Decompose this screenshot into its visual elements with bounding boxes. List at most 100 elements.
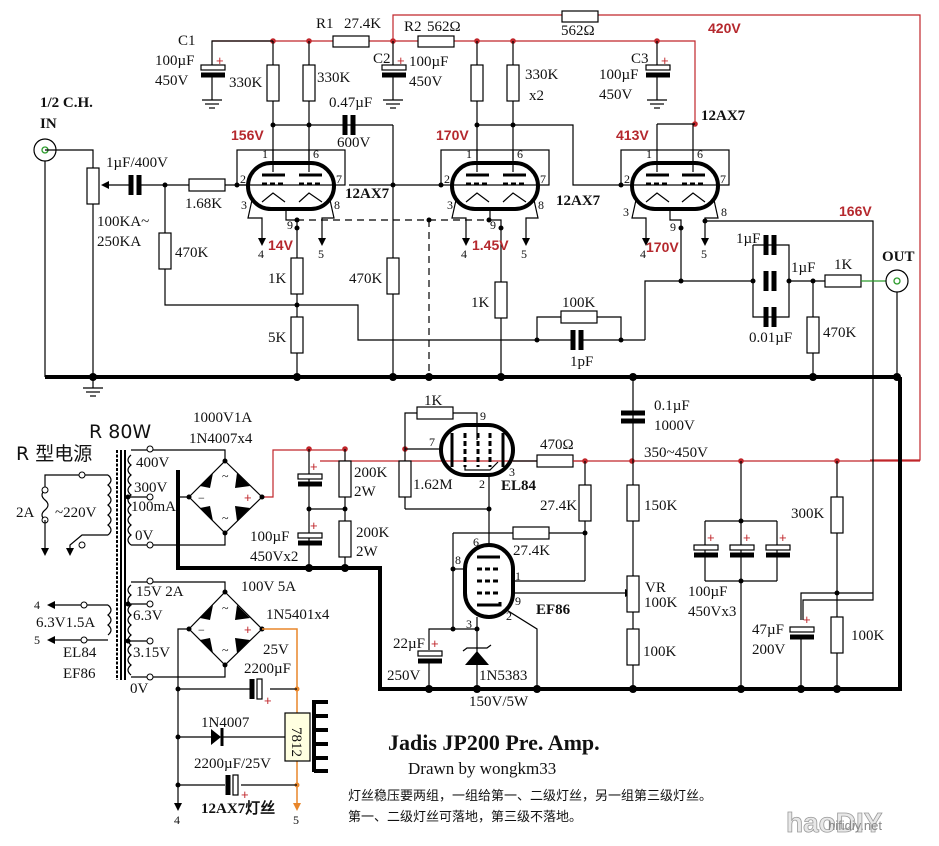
svg-text:+: + <box>743 530 751 545</box>
label-27-4k-b: 27.4K <box>513 543 550 559</box>
svg-text:3: 3 <box>241 198 247 212</box>
svg-text:1: 1 <box>515 569 521 583</box>
resistor-100k-fb <box>560 310 598 324</box>
svg-text:+: + <box>264 693 272 708</box>
resistor-470k-g2 <box>386 257 400 295</box>
svg-text:+: + <box>431 636 439 651</box>
label-tap-15v: 15V 2A <box>136 584 184 600</box>
svg-text:8: 8 <box>455 553 461 567</box>
resistor-5k-k1 <box>290 316 304 354</box>
label-pot-line1: 100KA~ <box>97 214 149 230</box>
voltage-v1-cathode: 14V <box>268 237 294 253</box>
svg-text:+: + <box>216 53 224 68</box>
label-r2-ref: R2 <box>404 19 422 35</box>
tube-ef86 <box>463 543 515 619</box>
svg-text:4: 4 <box>640 247 646 261</box>
svg-text:+: + <box>707 530 715 545</box>
label-c1-ref: C1 <box>178 33 196 49</box>
label-psu-type: R 型电源 <box>16 443 92 465</box>
label-r2-value: 562Ω <box>427 19 461 35</box>
label-0-1uf: 0.1µF <box>654 398 690 414</box>
label-470k-g2: 470K <box>349 271 383 287</box>
label-1-62m: 1.62M <box>413 477 453 493</box>
label-lv-cap1-voltage: 25V <box>263 642 289 658</box>
label-r1-value: 27.4K <box>344 16 381 32</box>
potentiometer-vr[interactable] <box>626 575 640 613</box>
svg-text:3: 3 <box>623 205 629 219</box>
svg-text:2: 2 <box>240 172 246 186</box>
label-heater-ef86: EF86 <box>63 666 96 682</box>
label-heater-el84: EL84 <box>63 645 97 661</box>
fuse-symbol <box>41 489 49 521</box>
label-cbank-value: 100µF <box>688 584 728 600</box>
voltage-heater-bias: 166V <box>839 203 872 219</box>
resistor-1-62m <box>398 460 412 498</box>
label-c3-ref: C3 <box>631 51 649 67</box>
label-bleeder-b-value: 200K <box>356 525 390 541</box>
label-bleeder-b-power: 2W <box>356 544 379 560</box>
voltage-v3-cathode: 170V <box>646 239 679 255</box>
label-470k-fb: 470K <box>175 245 209 261</box>
svg-text:9: 9 <box>490 218 496 232</box>
svg-text:3: 3 <box>509 465 515 479</box>
label-bleeder-a-power: 2W <box>354 484 377 500</box>
resistor-470k-fb <box>158 232 172 270</box>
label-100k-heater: 100K <box>851 628 885 644</box>
svg-text:−: − <box>198 623 205 637</box>
resistor-27-4k-b <box>512 526 550 540</box>
voltage-b-plus: 420V <box>708 20 741 36</box>
label-pin4-out: 4 <box>174 813 180 827</box>
svg-text:9: 9 <box>670 220 676 234</box>
capacitor-bank-100uf <box>693 461 791 689</box>
svg-text:+: + <box>803 612 811 627</box>
resistor-470ohm <box>536 454 574 468</box>
svg-text:5: 5 <box>318 247 324 261</box>
label-tap-6-3v: 6.3V <box>133 608 163 624</box>
resistor-200k-a <box>338 460 352 498</box>
label-fuse: 2A <box>16 505 35 521</box>
svg-text:3: 3 <box>466 617 472 631</box>
label-tap-0v-lv: 0V <box>130 681 149 697</box>
label-5k: 5K <box>268 330 287 346</box>
voltage-v2-cathode: 1.45V <box>472 237 509 253</box>
label-c1-voltage: 450V <box>155 73 189 89</box>
label-c2-voltage: 450V <box>409 74 443 90</box>
tube-v1-12ax7 <box>236 149 346 246</box>
svg-text:−: − <box>198 491 205 505</box>
label-heater-out: 6.3V1.5A <box>36 615 95 631</box>
label-c1-value: 100µF <box>155 53 195 69</box>
svg-text:7: 7 <box>429 435 435 449</box>
label-27-4k-a: 27.4K <box>540 498 577 514</box>
bridge-rectifier-lv: +− ~~ <box>186 589 265 668</box>
label-1pf: 1pF <box>570 354 593 370</box>
svg-text:+: + <box>397 53 405 68</box>
resistor-562 <box>561 10 599 23</box>
resistor-330k-c <box>470 64 484 102</box>
svg-text:8: 8 <box>538 198 544 212</box>
svg-text:~: ~ <box>222 469 229 483</box>
label-r1-ref: R1 <box>316 16 334 32</box>
svg-text:5: 5 <box>521 247 527 261</box>
label-1k-el84: 1K <box>424 393 443 409</box>
label-pin5-out: 5 <box>293 813 299 827</box>
svg-text:+: + <box>241 787 249 802</box>
label-rail-range: 350~450V <box>644 445 708 461</box>
svg-text:~: ~ <box>222 601 229 615</box>
power-transformer <box>107 450 132 680</box>
resistor-1-68k <box>188 178 226 192</box>
tube-v3-12ax7 <box>620 123 874 620</box>
label-reg-diode: 1N4007 <box>201 715 250 731</box>
label-c2-value: 100µF <box>409 54 449 70</box>
label-100k-fb: 100K <box>562 295 596 311</box>
resistor-300k <box>830 496 844 534</box>
svg-text:+: + <box>661 53 669 68</box>
label-v2-type: 12AX7 <box>556 193 601 209</box>
label-1-68k: 1.68K <box>185 196 222 212</box>
output-jack[interactable] <box>885 269 909 293</box>
label-c3-voltage: 450V <box>599 87 633 103</box>
label-pot-line2: 250KA <box>97 234 141 250</box>
label-1uf-b: 1µF <box>791 260 816 276</box>
svg-text:2: 2 <box>444 172 450 186</box>
